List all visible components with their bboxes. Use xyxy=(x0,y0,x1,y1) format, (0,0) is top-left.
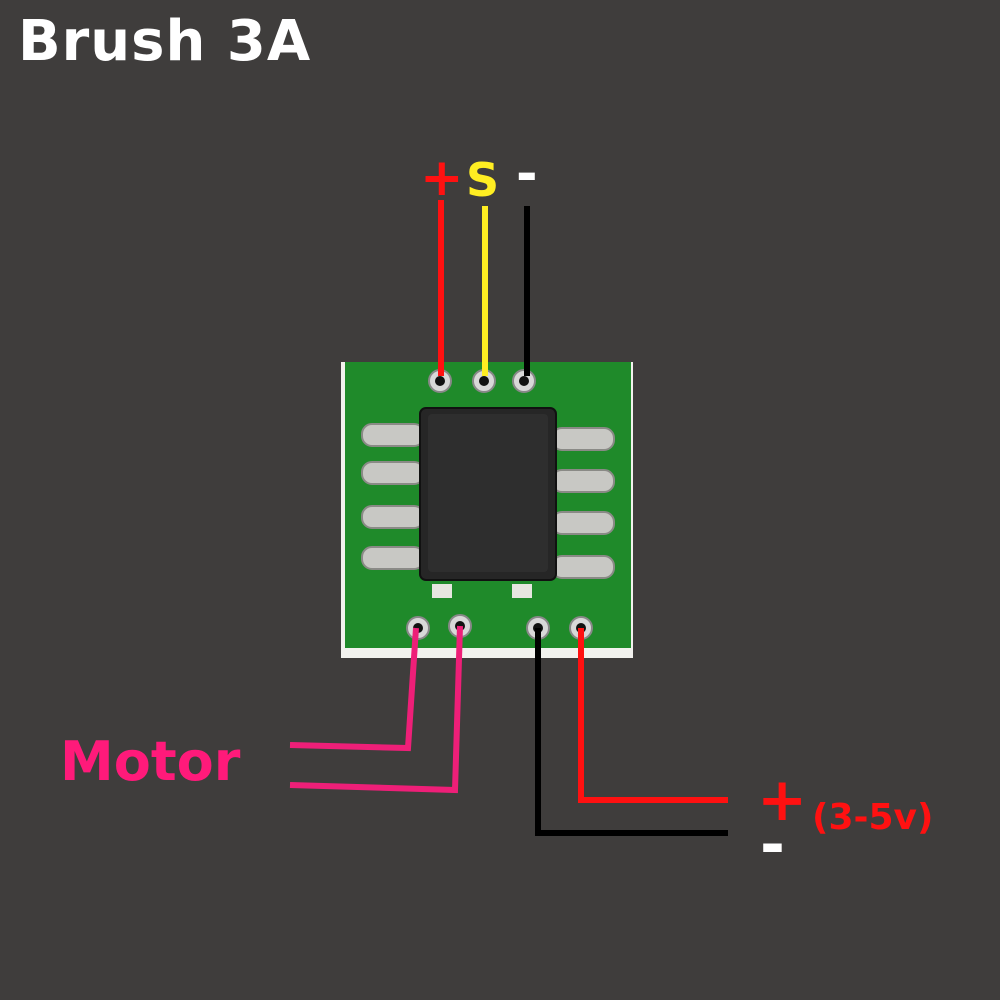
small-pads xyxy=(432,584,532,598)
signal-minus-label: - xyxy=(516,144,538,204)
wire-power xyxy=(578,628,728,803)
wire-ground xyxy=(535,628,728,836)
title: Brush 3A xyxy=(18,9,312,74)
wire-motor-1 xyxy=(289,627,419,752)
signal-plus-label: + xyxy=(420,148,464,208)
motor-label: Motor xyxy=(60,730,241,793)
power-plus-label: + xyxy=(757,765,808,835)
power-minus-label: - xyxy=(760,810,785,880)
power-range-label: (3-5v) xyxy=(812,797,934,838)
wire-motor-2 xyxy=(289,625,463,794)
signal-s-label: S xyxy=(466,153,500,207)
ic-chip xyxy=(419,407,557,581)
chip-leads xyxy=(361,423,615,579)
